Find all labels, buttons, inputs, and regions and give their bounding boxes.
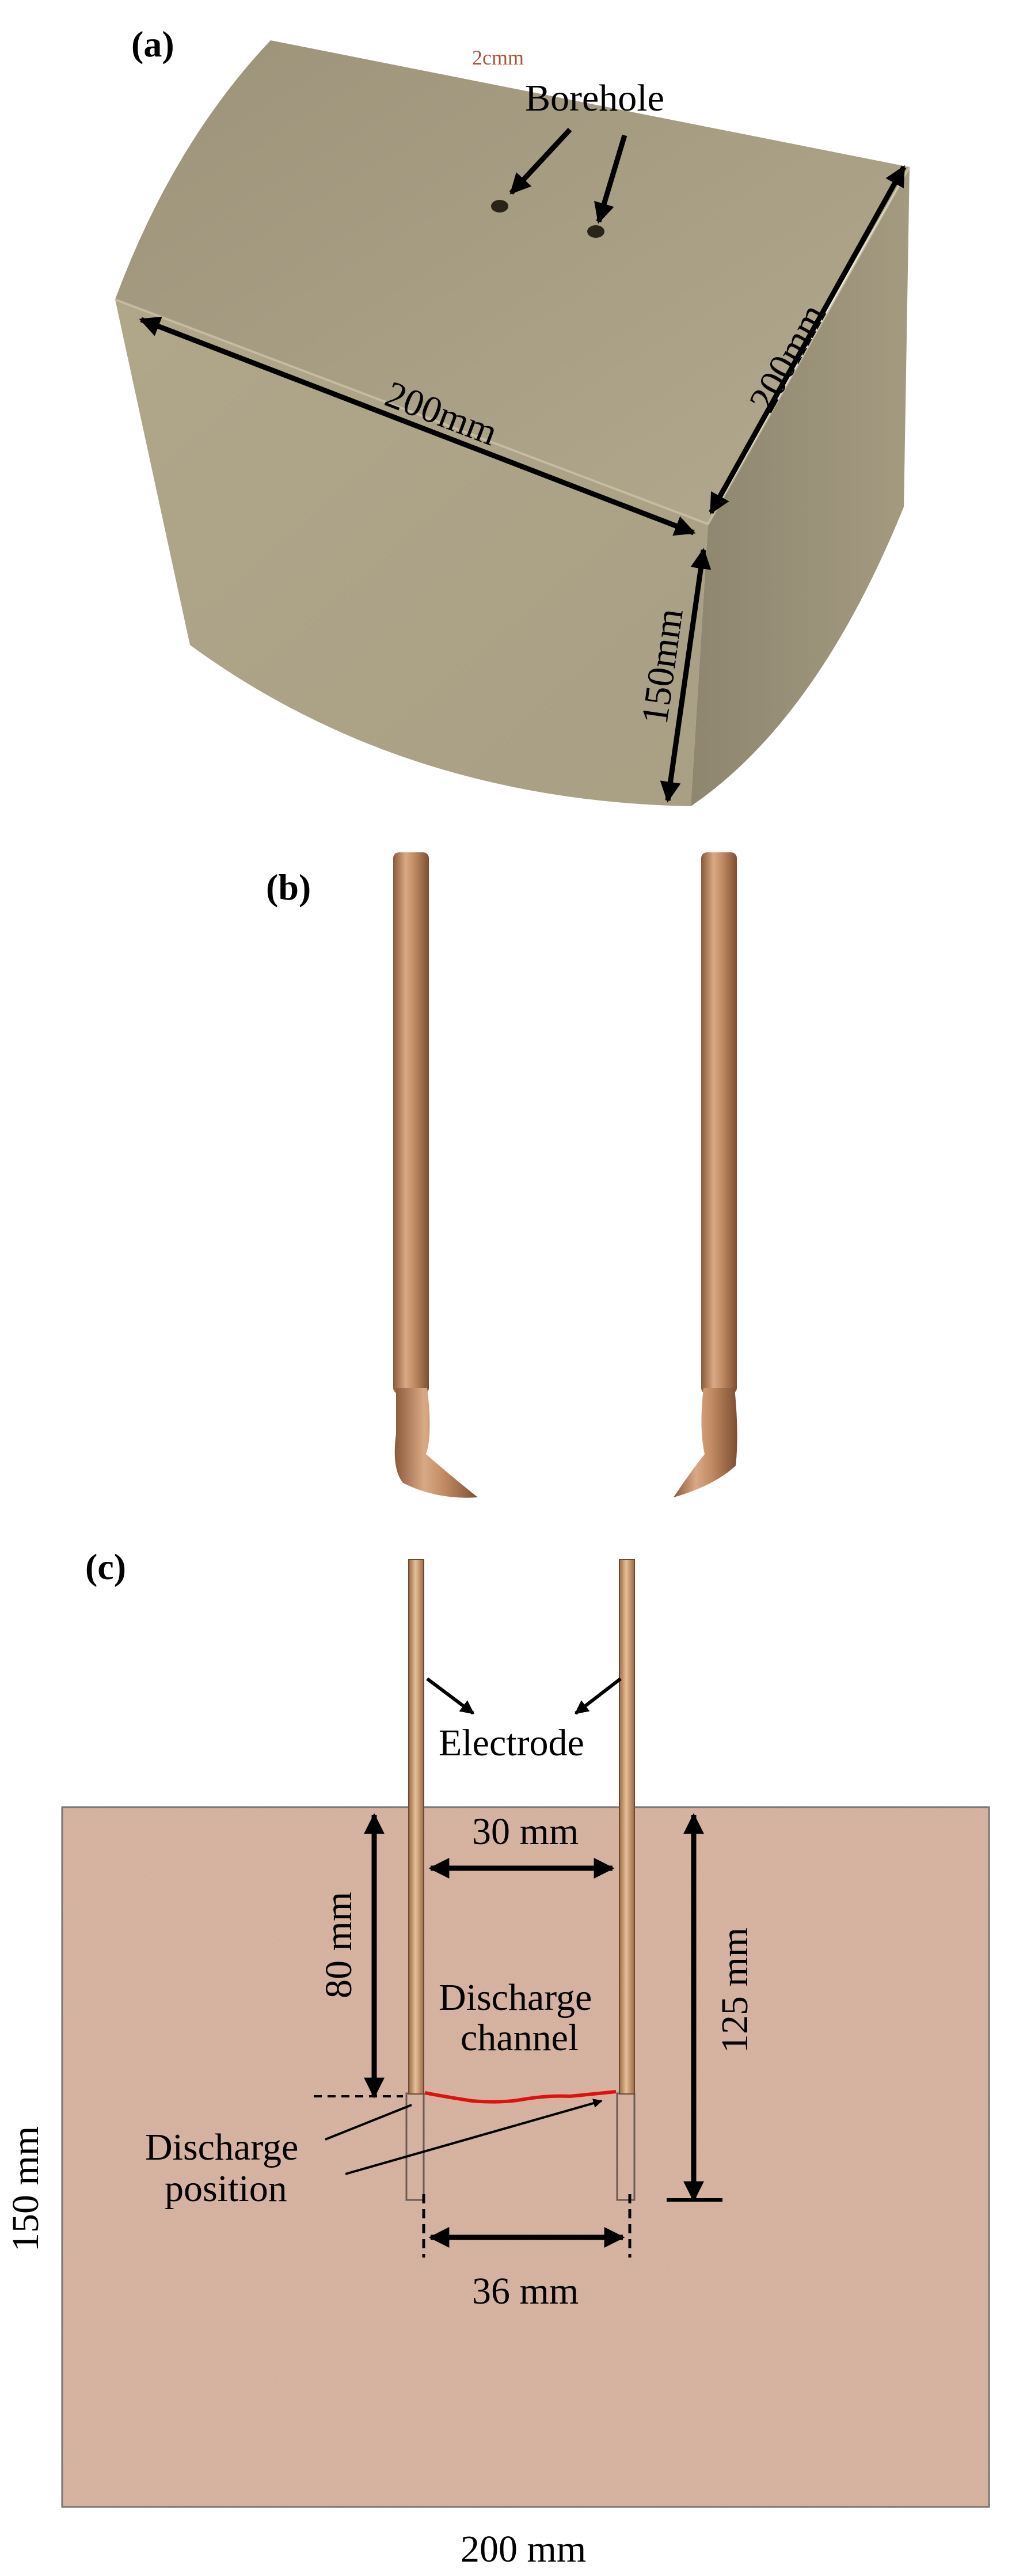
block-height-label: 150 mm <box>5 2126 47 2252</box>
borehole-arrow-2 <box>594 134 627 224</box>
right-electrode-rod <box>674 852 737 1497</box>
spacing-bottom-label: 36 mm <box>472 2270 579 2312</box>
specimen-figure: (a) 2cmm Borehole 200mm 200mm 150mm <box>115 24 911 806</box>
discharge-position-pointer-left <box>325 2104 412 2141</box>
depth-dimension-arrow <box>709 165 906 515</box>
borehole-2 <box>587 225 604 238</box>
depth-80-label: 80 mm <box>318 1892 360 1998</box>
marker-text: 2cmm <box>472 46 524 69</box>
electrode-arrow-right <box>575 1677 622 1715</box>
discharge-channel-line <box>424 2090 617 2104</box>
panel-a-label: (a) <box>131 24 174 65</box>
right-electrode <box>619 1559 635 2095</box>
concrete-texture <box>62 1807 989 2507</box>
height-dimension-arrow <box>660 548 712 803</box>
panel-b-label: (b) <box>266 867 311 908</box>
block-width-label: 200 mm <box>461 2528 586 2570</box>
left-electrode-rod <box>393 852 478 1498</box>
discharge-position-label-line1: Discharge <box>145 2126 298 2168</box>
schematic-figure: (c) Electrode 30 mm 80 mm 125 mm Dischar… <box>5 1546 990 2570</box>
discharge-position-label-line2: position <box>165 2168 287 2210</box>
discharge-position-pointer-right <box>345 2099 603 2175</box>
depth-125-label: 125 mm <box>714 1928 756 2053</box>
discharge-channel-label-line1: Discharge <box>439 1976 592 2019</box>
panel-c-label: (c) <box>85 1546 126 1587</box>
borehole-arrow-1 <box>509 127 572 195</box>
width-dimension-arrow <box>139 316 696 536</box>
left-electrode <box>408 1559 424 2095</box>
spacing-top-label: 30 mm <box>472 1811 579 1853</box>
electrode-label: Electrode <box>439 1722 584 1764</box>
borehole-1 <box>491 200 508 213</box>
electrodes-figure: (b) <box>266 852 737 1498</box>
discharge-channel-label-line2: channel <box>461 2017 579 2059</box>
panel-a-specimen: (a) 2cmm Borehole 200mm 200mm 150mm <box>0 0 1027 835</box>
electrode-arrow-left <box>426 1677 474 1715</box>
borehole-label: Borehole <box>525 77 664 119</box>
panel-c-schematic: (c) Electrode 30 mm 80 mm 125 mm Dischar… <box>0 1515 1027 2576</box>
panel-b-electrodes: (b) <box>0 835 1027 1515</box>
